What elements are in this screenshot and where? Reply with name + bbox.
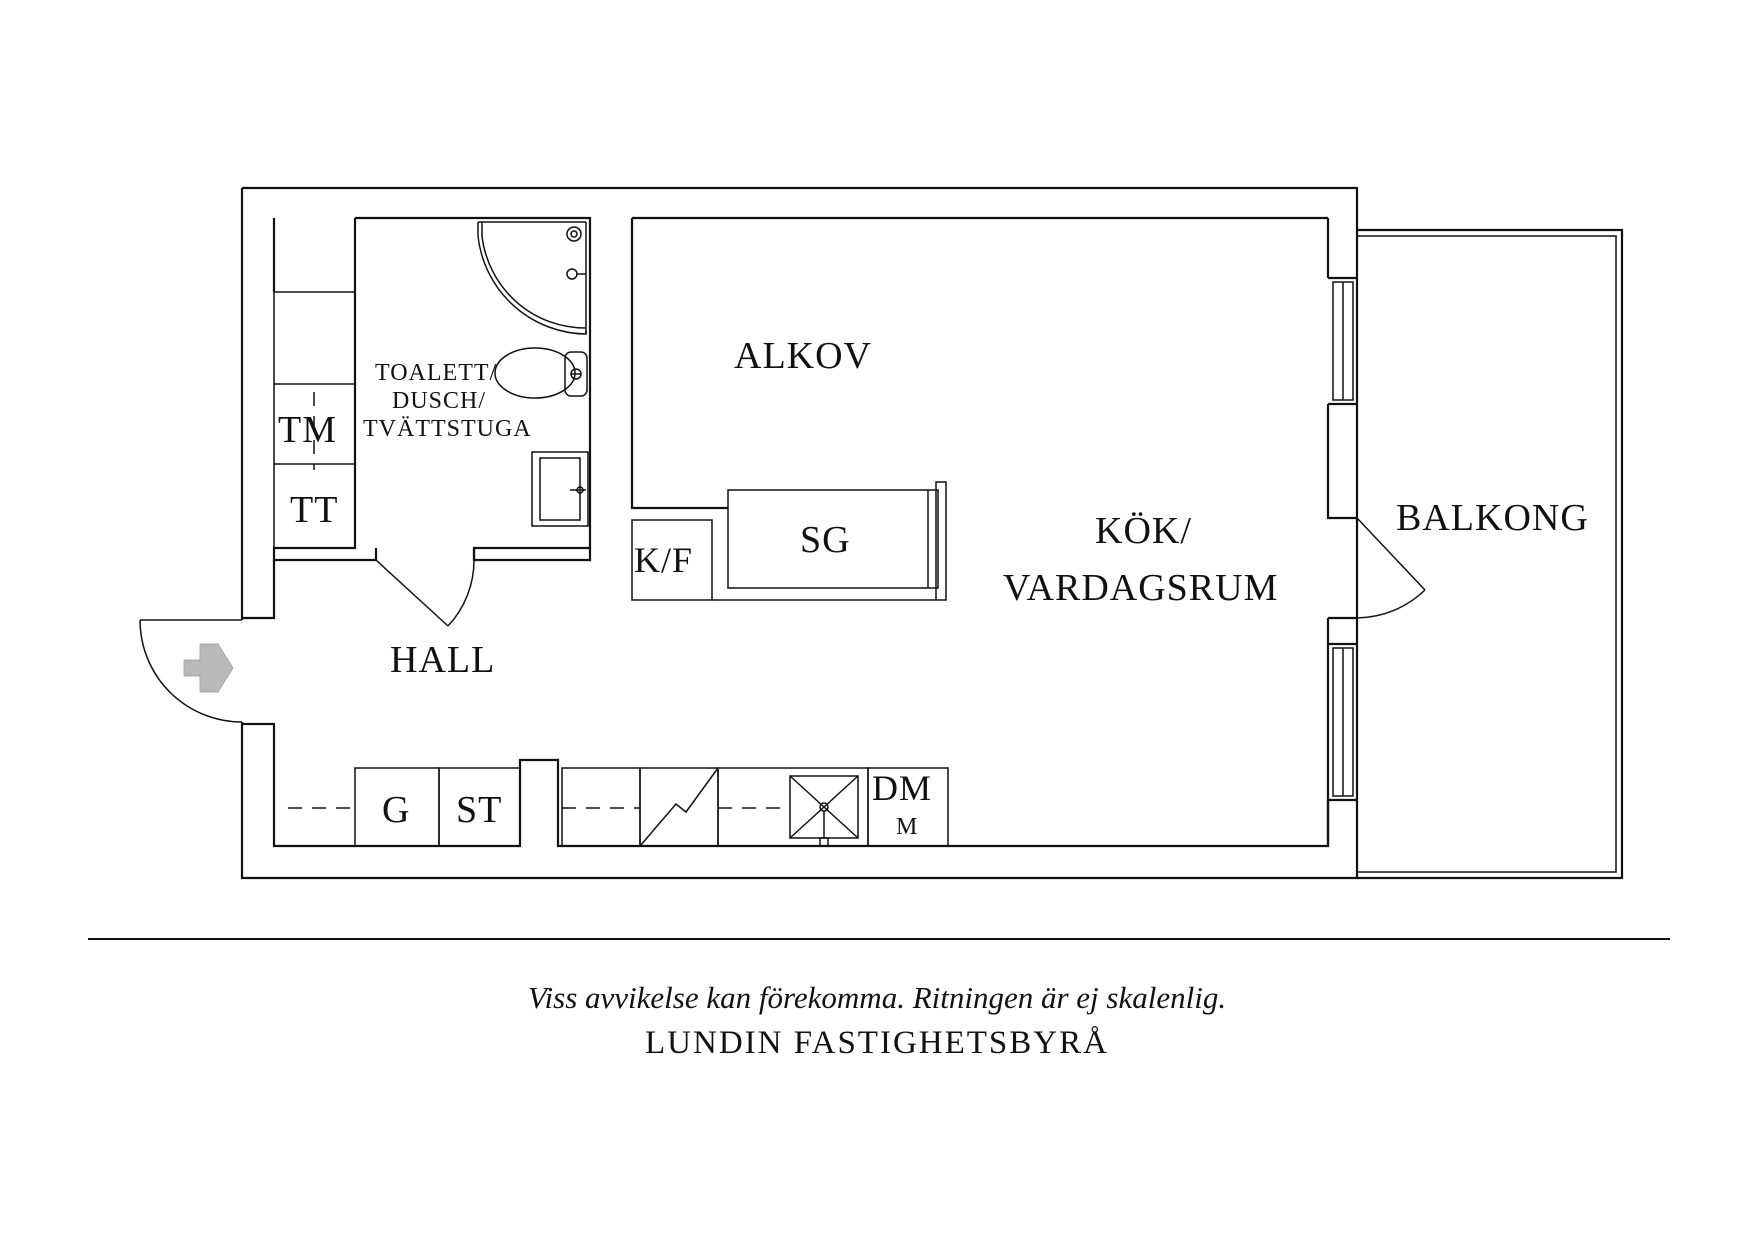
entry-arrow-icon xyxy=(183,643,234,693)
balcony-door xyxy=(1356,517,1426,619)
label-kitchen-line2: VARDAGSRUM xyxy=(1003,567,1278,609)
windows xyxy=(1332,281,1354,797)
kitchen-island xyxy=(631,481,947,601)
label-sg: SG xyxy=(800,519,851,561)
label-bath-line1: TOALETT/ xyxy=(375,360,497,386)
entrance-door xyxy=(139,619,243,723)
bottom-cabinets xyxy=(288,767,949,847)
label-g: G xyxy=(382,789,410,831)
label-tt: TT xyxy=(290,489,338,531)
closet-tm-tt xyxy=(273,291,356,549)
label-st: ST xyxy=(456,789,502,831)
label-kf: K/F xyxy=(634,540,693,580)
shower xyxy=(477,221,587,335)
brand-name: LUNDIN FASTIGHETSBYRÅ xyxy=(645,1025,1109,1061)
alkov-walls xyxy=(630,216,1328,510)
label-bath-line2: DUSCH/ xyxy=(392,388,486,414)
label-hall: HALL xyxy=(390,639,495,681)
toilet xyxy=(494,347,588,399)
disclaimer-text: Viss avvikelse kan förekomma. Ritningen … xyxy=(527,980,1227,1015)
label-dm: DM xyxy=(872,768,932,808)
bathroom-door xyxy=(375,559,475,627)
sink xyxy=(531,451,589,527)
label-bath-line3: TVÄTTSTUGA xyxy=(363,416,532,442)
footer-divider xyxy=(88,938,1670,940)
label-balcony: BALKONG xyxy=(1396,497,1589,539)
balcony-outline xyxy=(1357,228,1624,880)
label-m: M xyxy=(896,814,918,840)
label-alkov: ALKOV xyxy=(734,335,872,377)
label-tm: TM xyxy=(278,409,337,451)
label-kitchen-line1: KÖK/ xyxy=(1095,510,1192,552)
